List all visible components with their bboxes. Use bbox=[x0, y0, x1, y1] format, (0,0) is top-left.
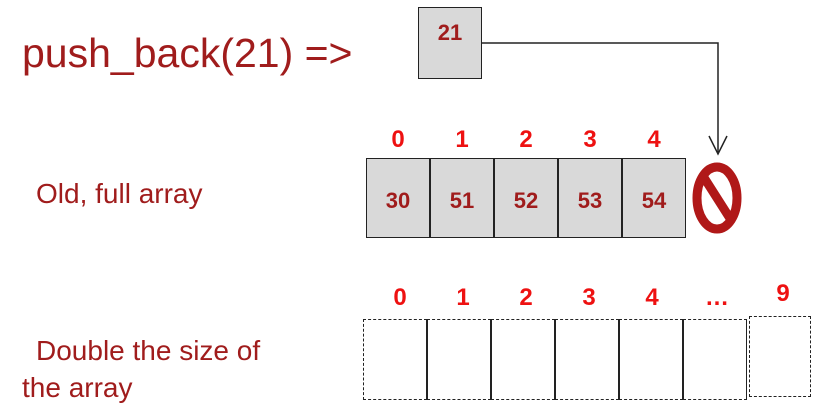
new-array-index: 0 bbox=[393, 284, 407, 311]
new-array-index: 2 bbox=[519, 284, 533, 311]
old-array-cell: 54 bbox=[622, 158, 686, 238]
new-array-cell bbox=[683, 319, 747, 400]
new-array-cell bbox=[427, 319, 491, 400]
new-array-label-line1: Double the size of bbox=[36, 335, 261, 366]
incoming-value-box: 21 bbox=[418, 7, 482, 79]
old-array-index: 2 bbox=[519, 126, 533, 153]
new-array-cell bbox=[363, 319, 427, 400]
new-array-cell bbox=[749, 316, 811, 397]
new-array-cell bbox=[619, 319, 683, 400]
push-back-title: push_back(21) => bbox=[22, 30, 353, 76]
old-array-index: 4 bbox=[647, 126, 661, 153]
old-array-label: Old, full array bbox=[36, 178, 203, 209]
old-array-cell: 51 bbox=[430, 158, 494, 238]
old-array-index: 1 bbox=[455, 126, 469, 153]
new-array-label-line2: the array bbox=[22, 372, 133, 403]
old-array-cell: 30 bbox=[366, 158, 430, 238]
no-entry-icon bbox=[692, 162, 742, 234]
new-array-index: … bbox=[705, 284, 729, 311]
new-array-index: 9 bbox=[776, 280, 790, 307]
old-array-cell: 52 bbox=[494, 158, 558, 238]
new-array-cell bbox=[555, 319, 619, 400]
new-array-index: 1 bbox=[456, 284, 470, 311]
new-array-index: 3 bbox=[582, 284, 596, 311]
old-array-index: 0 bbox=[391, 126, 405, 153]
new-array-index: 4 bbox=[645, 284, 659, 311]
new-array-cell bbox=[491, 319, 555, 400]
old-array-index: 3 bbox=[583, 126, 597, 153]
old-array-cell: 53 bbox=[558, 158, 622, 238]
insert-arrow bbox=[482, 42, 728, 156]
